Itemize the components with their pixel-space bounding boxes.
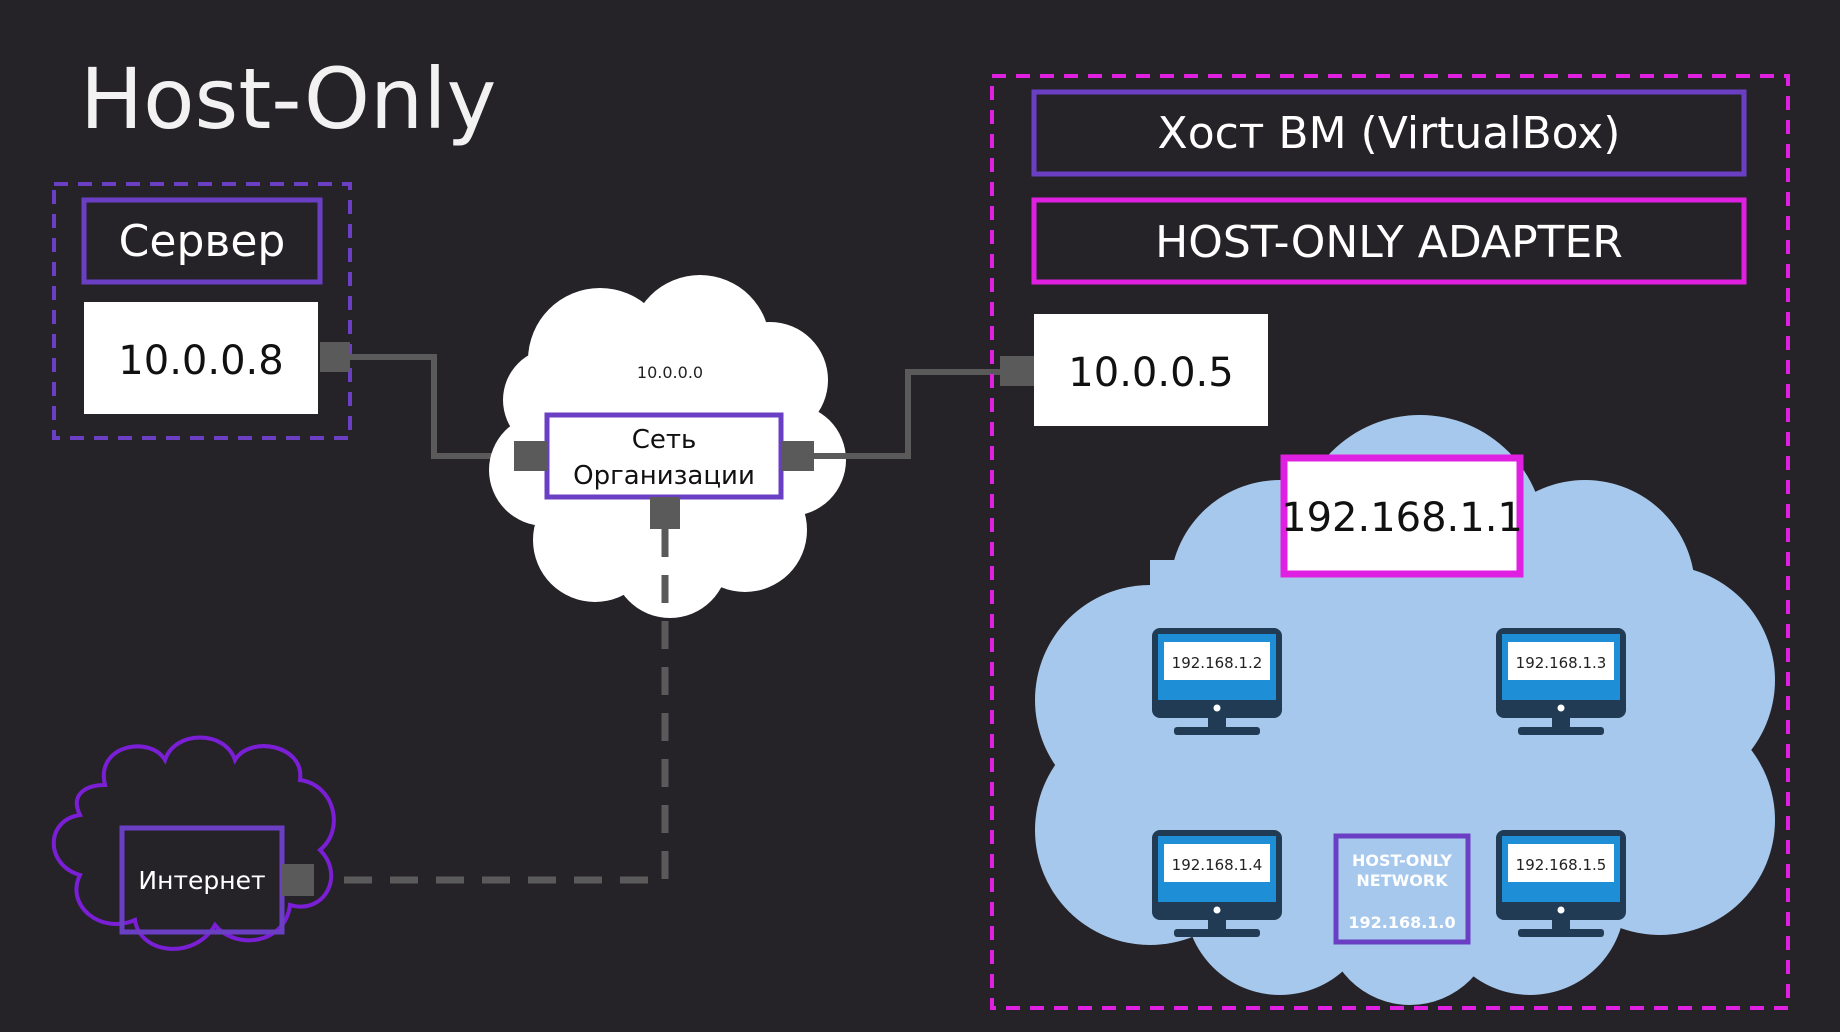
server-ip: 10.0.0.8 bbox=[118, 338, 283, 384]
server-label-box bbox=[81, 197, 323, 285]
hostonly-subnet: 192.168.1.0 bbox=[1348, 913, 1455, 932]
host-ip-box bbox=[1034, 314, 1268, 426]
adapter-label-box bbox=[1031, 197, 1747, 285]
server-ip-box bbox=[84, 302, 318, 414]
server-port bbox=[320, 342, 350, 372]
internet-label: Интернет bbox=[138, 866, 265, 895]
link-org-host bbox=[814, 369, 1000, 459]
vm-monitor: 192.168.1.5 bbox=[1496, 830, 1626, 937]
vm-ip: 192.168.1.4 bbox=[1172, 856, 1263, 874]
hostonly-network-box bbox=[1333, 833, 1471, 945]
org-label-line1: Сеть bbox=[632, 425, 697, 455]
page-title: Host-Only bbox=[80, 50, 496, 148]
link-org-internet bbox=[336, 529, 669, 884]
host-port bbox=[1000, 356, 1034, 386]
hostonly-label-line1: HOST-ONLY bbox=[1352, 851, 1452, 870]
adapter-label: HOST-ONLY ADAPTER bbox=[1155, 217, 1623, 268]
vm-ip: 192.168.1.5 bbox=[1516, 856, 1607, 874]
host-label-box bbox=[1031, 89, 1747, 177]
org-port-left bbox=[514, 441, 547, 471]
host-ip: 10.0.0.5 bbox=[1068, 350, 1233, 396]
server-label: Сервер bbox=[119, 216, 286, 267]
vm-ip: 192.168.1.2 bbox=[1172, 654, 1263, 672]
internet-cloud bbox=[51, 735, 336, 951]
org-port-right bbox=[781, 441, 814, 471]
host-label: Хост ВМ (VirtualBox) bbox=[1158, 108, 1621, 159]
org-label-line2: Организации bbox=[573, 461, 755, 491]
hostonly-label-line2: NETWORK bbox=[1356, 871, 1448, 890]
internet-port bbox=[282, 864, 314, 896]
vm-monitor: 192.168.1.4 bbox=[1152, 830, 1282, 937]
host-group-border bbox=[990, 74, 1790, 1010]
server-group-border bbox=[52, 182, 352, 440]
org-subnet: 10.0.0.0 bbox=[637, 363, 703, 382]
adapter-ip: 192.168.1.1 bbox=[1281, 495, 1523, 541]
org-port-bottom bbox=[650, 497, 680, 529]
link-server-org bbox=[350, 354, 514, 459]
vm-ip: 192.168.1.3 bbox=[1516, 654, 1607, 672]
vm-monitor: 192.168.1.3 bbox=[1496, 628, 1626, 735]
vm-monitor: 192.168.1.2 bbox=[1152, 628, 1282, 735]
adapter-ip-box bbox=[1280, 454, 1524, 578]
